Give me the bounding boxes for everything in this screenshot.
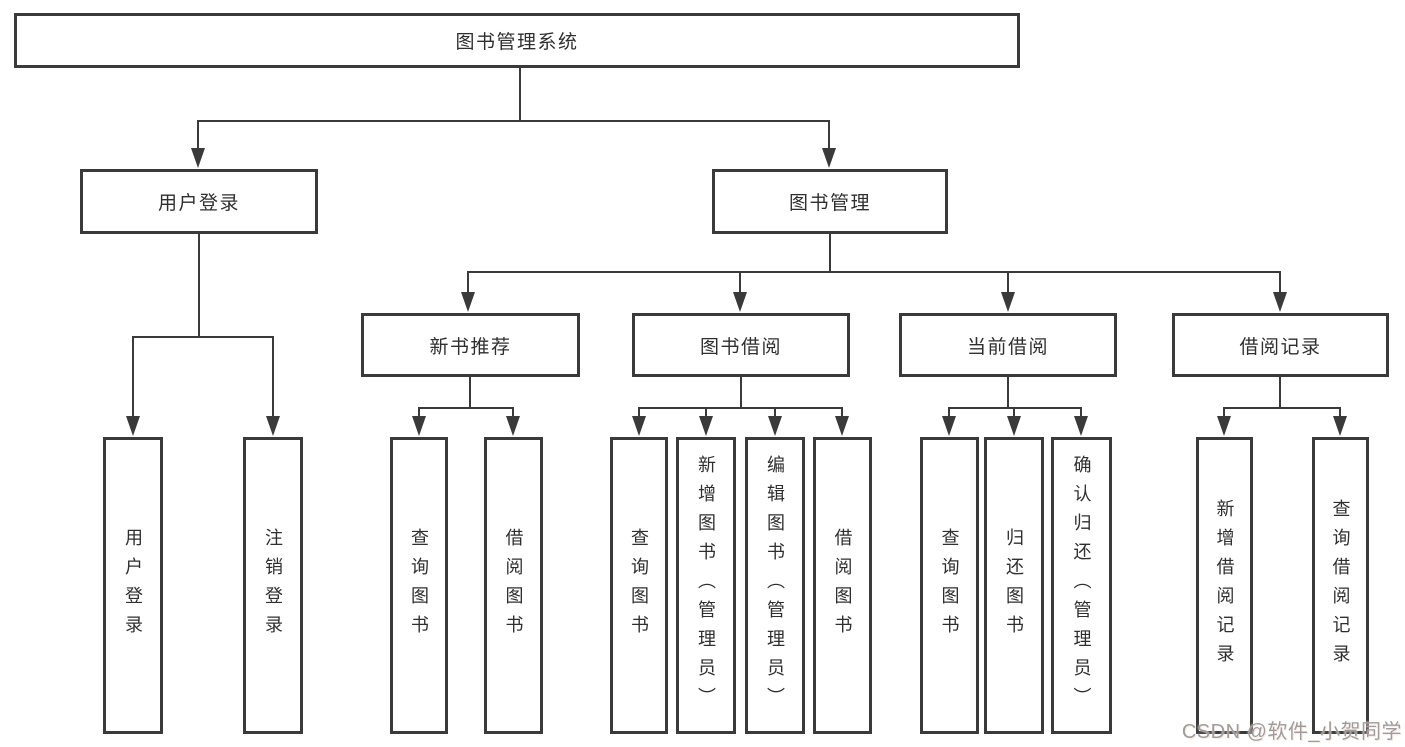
node-book-borrow: 图书借阅 <box>632 313 850 377</box>
connector-line <box>1007 271 1009 293</box>
node-label: 用户登录 <box>123 527 143 644</box>
node-label: 借阅记录 <box>1239 336 1322 358</box>
connector-line <box>638 407 843 409</box>
connector-line <box>774 407 776 419</box>
node-borrow-records: 借阅记录 <box>1172 313 1389 377</box>
connector-line <box>198 234 200 336</box>
connector-line <box>198 120 830 122</box>
node-label: 归还图书 <box>1004 527 1024 644</box>
connector-line <box>948 407 950 419</box>
arrow-down-icon <box>1007 416 1021 436</box>
leaf-query-books-recommend: 查询图书 <box>390 437 448 734</box>
connector-line <box>948 407 1082 409</box>
connector-line <box>1007 377 1009 407</box>
leaf-user-login: 用户登录 <box>103 437 163 734</box>
node-label: 查询图书 <box>409 527 429 644</box>
node-label: 图书管理 <box>788 193 871 214</box>
connector-line <box>467 271 469 293</box>
node-user-login: 用户登录 <box>80 169 318 234</box>
connector-line <box>1279 271 1281 293</box>
arrow-down-icon <box>266 416 280 436</box>
arrow-down-icon <box>1074 416 1088 436</box>
connector-line <box>272 336 274 418</box>
arrow-down-icon <box>461 292 475 312</box>
node-label: 新增借阅记录 <box>1214 498 1235 673</box>
arrow-down-icon <box>1001 292 1015 312</box>
connector-line <box>512 407 514 419</box>
leaf-borrow-books: 借阅图书 <box>813 437 872 734</box>
connector-line <box>418 407 420 419</box>
connector-line <box>1223 407 1225 419</box>
node-book-management: 图书管理 <box>712 169 948 234</box>
arrow-down-icon <box>1333 416 1347 436</box>
node-label: 新增图书（管理员） <box>696 455 716 716</box>
arrow-down-icon <box>191 148 205 168</box>
node-label: 注销登录 <box>263 527 283 644</box>
connector-line <box>739 271 741 293</box>
node-label: 借阅图书 <box>503 527 524 644</box>
leaf-logout: 注销登录 <box>243 437 303 734</box>
leaf-return-books: 归还图书 <box>984 437 1044 734</box>
arrow-down-icon <box>942 416 956 436</box>
leaf-query-books-current: 查询图书 <box>920 437 979 734</box>
connector-line <box>418 407 514 409</box>
connector-line <box>197 120 199 150</box>
node-library-system: 图书管理系统 <box>14 13 1020 68</box>
node-label: 编辑图书（管理员） <box>765 455 785 716</box>
node-label: 新书推荐 <box>429 336 512 358</box>
arrow-down-icon <box>835 416 849 436</box>
arrow-down-icon <box>632 416 646 436</box>
leaf-query-borrow-record: 查询借阅记录 <box>1312 437 1369 734</box>
leaf-add-borrow-record: 新增借阅记录 <box>1196 437 1253 734</box>
connector-line <box>1279 377 1281 407</box>
arrow-down-icon <box>1217 416 1231 436</box>
leaf-edit-books-admin: 编辑图书（管理员） <box>745 437 805 734</box>
arrow-down-icon <box>412 416 426 436</box>
node-new-book-recommend: 新书推荐 <box>361 313 580 377</box>
connector-line <box>638 407 640 419</box>
node-label: 用户登录 <box>157 193 240 214</box>
arrow-down-icon <box>768 416 782 436</box>
arrow-down-icon <box>506 416 520 436</box>
node-label: 当前借阅 <box>966 336 1049 358</box>
leaf-borrow-books-recommend: 借阅图书 <box>484 437 543 734</box>
leaf-confirm-return-admin: 确认归还（管理员） <box>1051 437 1112 734</box>
connector-line <box>829 234 831 271</box>
connector-line <box>1223 407 1341 409</box>
leaf-add-books-admin: 新增图书（管理员） <box>676 437 736 734</box>
connector-line <box>1339 407 1341 419</box>
arrow-down-icon <box>699 416 713 436</box>
connector-line <box>740 377 742 407</box>
arrow-down-icon <box>1273 292 1287 312</box>
node-label: 查询图书 <box>629 527 649 644</box>
connector-line <box>467 271 1281 273</box>
csdn-watermark: CSDN @软件_小贺同学 <box>1181 721 1402 743</box>
node-label: 查询借阅记录 <box>1330 498 1351 673</box>
arrow-down-icon <box>733 292 747 312</box>
connector-line <box>132 336 274 338</box>
arrow-down-icon <box>126 416 140 436</box>
node-label: 图书借阅 <box>699 336 782 358</box>
connector-line <box>705 407 707 419</box>
connector-line <box>519 68 521 120</box>
connector-line <box>1080 407 1082 419</box>
arrow-down-icon <box>822 148 836 168</box>
node-current-borrow: 当前借阅 <box>899 313 1117 377</box>
connector-line <box>1013 407 1015 419</box>
leaf-query-books-borrow: 查询图书 <box>610 437 668 734</box>
connector-line <box>828 120 830 150</box>
connector-line <box>841 407 843 419</box>
connector-line <box>132 336 134 418</box>
node-label: 借阅图书 <box>832 527 853 644</box>
node-label: 确认归还（管理员） <box>1071 455 1092 716</box>
node-label: 查询图书 <box>939 527 960 644</box>
connector-line <box>469 377 471 407</box>
node-label: 图书管理系统 <box>455 32 579 53</box>
